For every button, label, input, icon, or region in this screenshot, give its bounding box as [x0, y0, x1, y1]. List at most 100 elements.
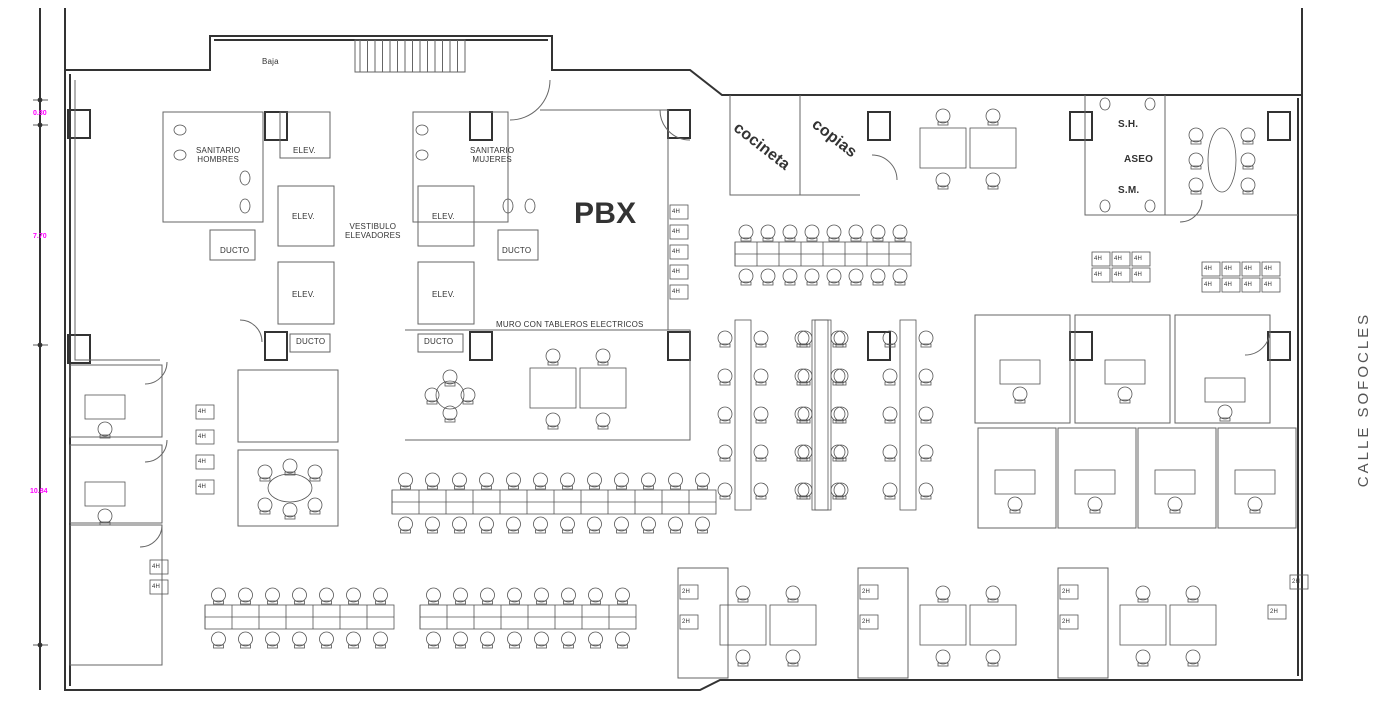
chair — [560, 472, 575, 488]
meeting-table — [267, 473, 313, 503]
toilet — [239, 198, 251, 214]
chair-back — [987, 121, 999, 126]
chair — [935, 649, 951, 665]
chair — [717, 330, 733, 346]
chair — [479, 516, 494, 532]
chair-back — [894, 281, 906, 286]
chair — [760, 224, 776, 240]
dimension-label-3: 10.84 — [30, 488, 48, 495]
chair-back — [920, 457, 932, 462]
chair — [373, 631, 388, 647]
chair — [833, 330, 849, 346]
meeting-room — [1164, 95, 1298, 216]
chair — [1188, 127, 1204, 143]
chair-back — [1009, 509, 1021, 514]
chair-back — [617, 644, 628, 649]
label-elev-5: ELEV. — [432, 290, 455, 299]
chair — [480, 631, 495, 647]
chair — [830, 482, 846, 498]
chair — [794, 368, 810, 384]
column — [67, 109, 91, 139]
storage-label: 4H — [198, 409, 207, 415]
chair-back — [400, 485, 411, 490]
chair-back — [670, 485, 681, 490]
sink — [173, 124, 187, 136]
workstation-column — [811, 319, 829, 511]
chair-back — [737, 598, 749, 603]
chair — [319, 587, 334, 603]
chair — [257, 464, 273, 480]
chair — [833, 406, 849, 422]
storage-label: 4H — [198, 459, 207, 465]
storage-label: 2H — [862, 589, 871, 595]
chair — [588, 587, 603, 603]
workstation-column — [814, 319, 832, 511]
door-swing — [144, 361, 168, 385]
chair — [587, 472, 602, 488]
storage-unit — [669, 264, 689, 280]
storage-unit — [669, 284, 689, 300]
storage-unit — [669, 224, 689, 240]
chair — [595, 348, 611, 364]
chair — [545, 348, 561, 364]
chair — [238, 631, 253, 647]
chair — [460, 387, 476, 403]
chair-back — [535, 529, 546, 534]
storage-unit — [859, 614, 879, 630]
chair — [797, 330, 813, 346]
chair — [830, 368, 846, 384]
duct-2 — [497, 229, 539, 261]
chair-back — [987, 598, 999, 603]
chair-back — [719, 381, 731, 386]
column — [1069, 111, 1093, 141]
chair-back — [99, 521, 111, 526]
toilet — [502, 198, 514, 214]
storage-label: 4H — [672, 289, 681, 295]
chair-back — [828, 237, 840, 242]
chair-back — [884, 495, 896, 500]
storage-label: 4H — [1114, 256, 1123, 262]
chair — [442, 369, 458, 385]
chair — [534, 587, 549, 603]
chair — [833, 482, 849, 498]
chair — [282, 458, 298, 474]
chair-back — [1219, 417, 1231, 422]
chair — [97, 508, 113, 524]
chair-back — [482, 644, 493, 649]
chair-back — [719, 419, 731, 424]
chair-back — [1190, 165, 1202, 170]
chair — [830, 330, 846, 346]
storage-label: 2H — [1062, 619, 1071, 625]
chair — [735, 585, 751, 601]
column — [867, 331, 891, 361]
chair — [257, 497, 273, 513]
chair-back — [832, 457, 844, 462]
chair — [533, 516, 548, 532]
chair-back — [884, 457, 896, 462]
chair — [1240, 152, 1256, 168]
chair-back — [832, 381, 844, 386]
chair-back — [1014, 399, 1026, 404]
chair-back — [796, 343, 808, 348]
storage-unit — [195, 429, 215, 445]
chair — [695, 472, 710, 488]
chair-back — [872, 281, 884, 286]
chair — [738, 224, 754, 240]
storage-unit — [195, 479, 215, 495]
chair-back — [535, 485, 546, 490]
storage-unit — [1059, 614, 1079, 630]
workstation-column — [899, 319, 917, 511]
chair-back — [547, 425, 559, 430]
chair — [794, 406, 810, 422]
door-swing — [239, 319, 263, 343]
chair — [833, 368, 849, 384]
chair — [882, 406, 898, 422]
chair — [848, 224, 864, 240]
chair-back — [740, 281, 752, 286]
chair — [797, 444, 813, 460]
chair-back — [455, 600, 466, 605]
label-vestibulo: VESTIBULO ELEVADORES — [345, 222, 401, 240]
chair — [211, 631, 226, 647]
chair — [425, 516, 440, 532]
chair — [1135, 585, 1151, 601]
